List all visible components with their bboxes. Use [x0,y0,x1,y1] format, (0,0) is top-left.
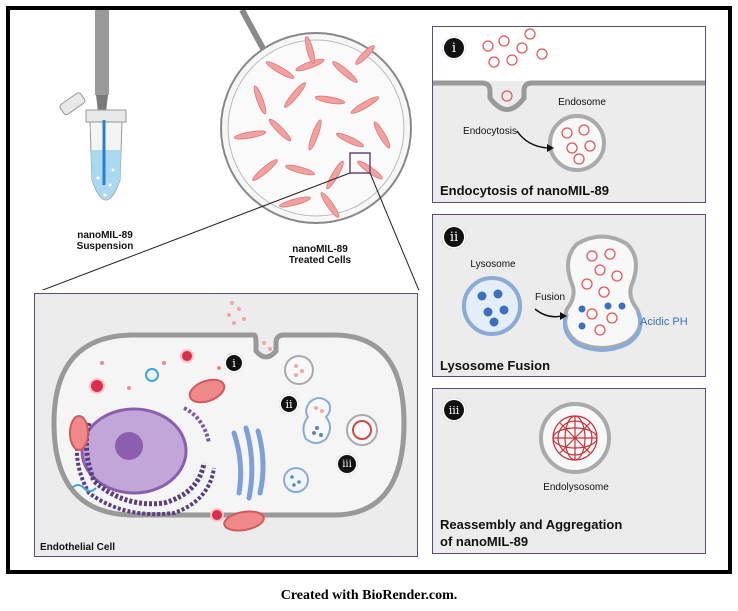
endocytosis-label: Endocytosis [463,126,517,137]
acidic-ph-label: Acidic PH [640,316,688,328]
fusion-illustration [462,234,643,352]
cell-step-iii-badge: iii [336,453,358,475]
endothelial-cell-label: Endothelial Cell [40,542,116,553]
endosome-label: Endosome [558,97,606,108]
petri-dish-icon [220,32,412,224]
panel-i-badge: i [442,36,466,60]
top-illustration [41,10,420,290]
endocytosis-illustration [433,27,705,172]
lysosome-label: Lysosome [470,259,516,270]
endothelial-cell-illustration [51,301,407,532]
pipette-left-icon [95,10,109,120]
cell-step-ii-badge: ii [279,394,299,414]
panel-iii-title-line2: of nanoMIL-89 [440,534,529,549]
fusion-label: Fusion [534,292,565,303]
panel-ii-title: Lysosome Fusion [440,358,551,373]
cell-step-i-badge: i [224,353,244,373]
endolysosome-label: Endolysosome [543,482,609,493]
panel-ii-badge: ii [442,225,466,249]
panel-iii-title-line1: Reassembly and Aggregation [440,517,623,532]
footer-credit: Created with BioRender.com. [280,588,458,603]
tube-icon [59,92,127,201]
panel-iii-badge: iii [442,398,466,422]
endolysosome-illustration [539,402,611,474]
panel-i-title: Endocytosis of nanoMIL-89 [440,183,610,198]
